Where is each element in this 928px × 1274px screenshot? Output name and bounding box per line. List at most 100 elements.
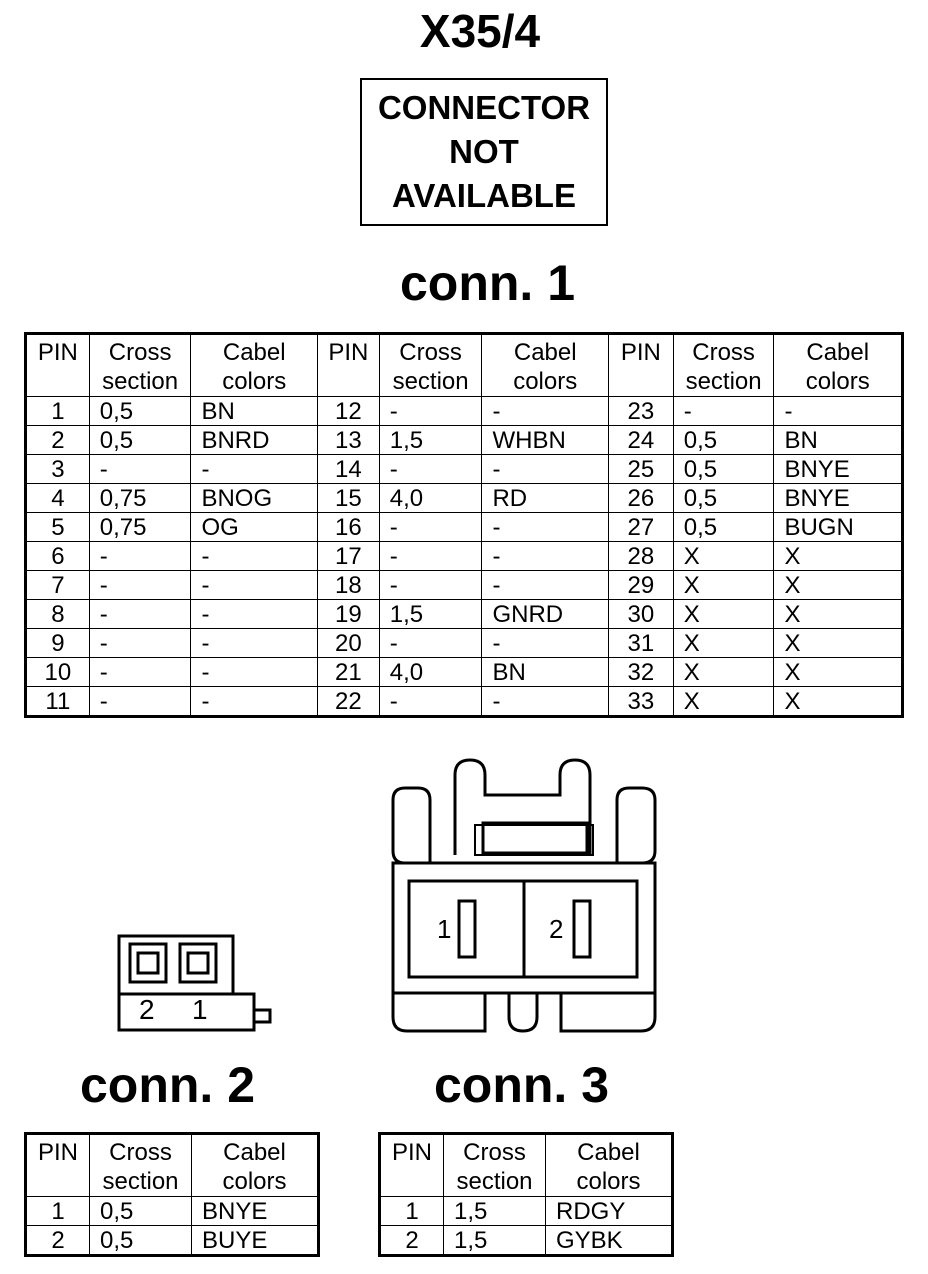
- conn3-connector-drawing: [391, 758, 657, 1033]
- pin-number-cell: 30: [607, 599, 674, 629]
- pin-number-cell: 31: [607, 628, 674, 658]
- pin-number-cell: 6: [25, 541, 90, 571]
- cabel-color-cell: BUGN: [773, 512, 903, 542]
- cross-section-cell: -: [378, 512, 483, 542]
- cabel-color-cell: BN: [481, 657, 609, 687]
- pin-number-cell: 13: [316, 425, 380, 455]
- cabel-color-cell: -: [773, 396, 903, 426]
- conn3-pin-label: 2: [549, 914, 564, 944]
- pin-number-cell: 28: [607, 541, 674, 571]
- pin-number-cell: 21: [316, 657, 380, 687]
- cabel-color-cell: -: [481, 541, 609, 571]
- pin-number-cell: 32: [607, 657, 674, 687]
- cross-section-cell: 0,5: [88, 425, 192, 455]
- cabel-color-cell: X: [773, 570, 903, 600]
- cross-section-cell: -: [88, 454, 192, 484]
- pin-header: PIN: [316, 333, 380, 397]
- cross-section-cell: -: [88, 657, 192, 687]
- cross-section-cell: X: [672, 686, 775, 717]
- cabel-color-cell: BUYE: [191, 1225, 319, 1256]
- cross-section-cell: 1,5: [443, 1196, 546, 1226]
- cross-section-cell: X: [672, 657, 775, 687]
- cross-section-cell: X: [672, 570, 775, 600]
- cabel-color-cell: X: [773, 599, 903, 629]
- pin-number-cell: 27: [607, 512, 674, 542]
- cross-section-cell: X: [672, 541, 775, 571]
- pin-number-cell: 14: [316, 454, 380, 484]
- cabel-color-cell: -: [190, 599, 318, 629]
- cross-section-cell: 1,5: [378, 425, 483, 455]
- pin-number-cell: 22: [316, 686, 380, 717]
- cross-section-cell: -: [88, 570, 192, 600]
- cabel-color-cell: -: [190, 686, 318, 717]
- notice-line-1: CONNECTOR: [377, 89, 591, 126]
- cross-section-cell: -: [378, 396, 483, 426]
- cabel-color-cell: -: [481, 454, 609, 484]
- cabel-color-cell: RD: [481, 483, 609, 513]
- cabel-color-cell: -: [481, 628, 609, 658]
- cabel-color-cell: RDGY: [545, 1196, 673, 1226]
- cross-section-cell: 0,5: [672, 512, 775, 542]
- cabel-color-cell: -: [190, 570, 318, 600]
- cross-section-cell: 0,5: [88, 396, 192, 426]
- cabel-color-cell: -: [481, 686, 609, 717]
- pin-number-cell: 33: [607, 686, 674, 717]
- pin-number-cell: 29: [607, 570, 674, 600]
- cabel-color-cell: WHBN: [481, 425, 609, 455]
- conn2-label: conn. 2: [80, 1057, 256, 1113]
- pin-number-cell: 2: [25, 425, 90, 455]
- conn2-pin-label: 1: [192, 994, 208, 1025]
- conn2-connector-drawing: [117, 934, 272, 1032]
- cross-section-cell: 4,0: [378, 657, 483, 687]
- notice-line-3: AVAILABLE: [392, 177, 576, 214]
- cross-section-cell: 0,75: [88, 512, 192, 542]
- cabel-color-cell: BNYE: [773, 454, 903, 484]
- cross-section-cell: 1,5: [378, 599, 483, 629]
- cross-section-cell: -: [378, 541, 483, 571]
- pin-number-cell: 7: [25, 570, 90, 600]
- cabel-color-cell: BNYE: [191, 1196, 319, 1226]
- conn2-pin-label: 2: [139, 994, 155, 1025]
- pin-number-cell: 3: [25, 454, 90, 484]
- pin-number-cell: 8: [25, 599, 90, 629]
- cabel-color-cell: -: [481, 512, 609, 542]
- pin-number-cell: 1: [379, 1196, 444, 1226]
- pin-number-cell: 23: [607, 396, 674, 426]
- diagram-title: X35/4: [419, 5, 541, 57]
- pin-number-cell: 2: [379, 1225, 444, 1256]
- pin-number-cell: 19: [316, 599, 380, 629]
- cross-section-cell: 0,75: [88, 483, 192, 513]
- conn1-label: conn. 1: [400, 255, 576, 311]
- cabel-color-cell: BNOG: [190, 483, 318, 513]
- pin-number-cell: 10: [25, 657, 90, 687]
- cross-section-cell: 4,0: [378, 483, 483, 513]
- cross-section-cell: -: [378, 570, 483, 600]
- pin-number-cell: 15: [316, 483, 380, 513]
- conn3-pin-label: 1: [437, 914, 452, 944]
- cabel-color-cell: OG: [190, 512, 318, 542]
